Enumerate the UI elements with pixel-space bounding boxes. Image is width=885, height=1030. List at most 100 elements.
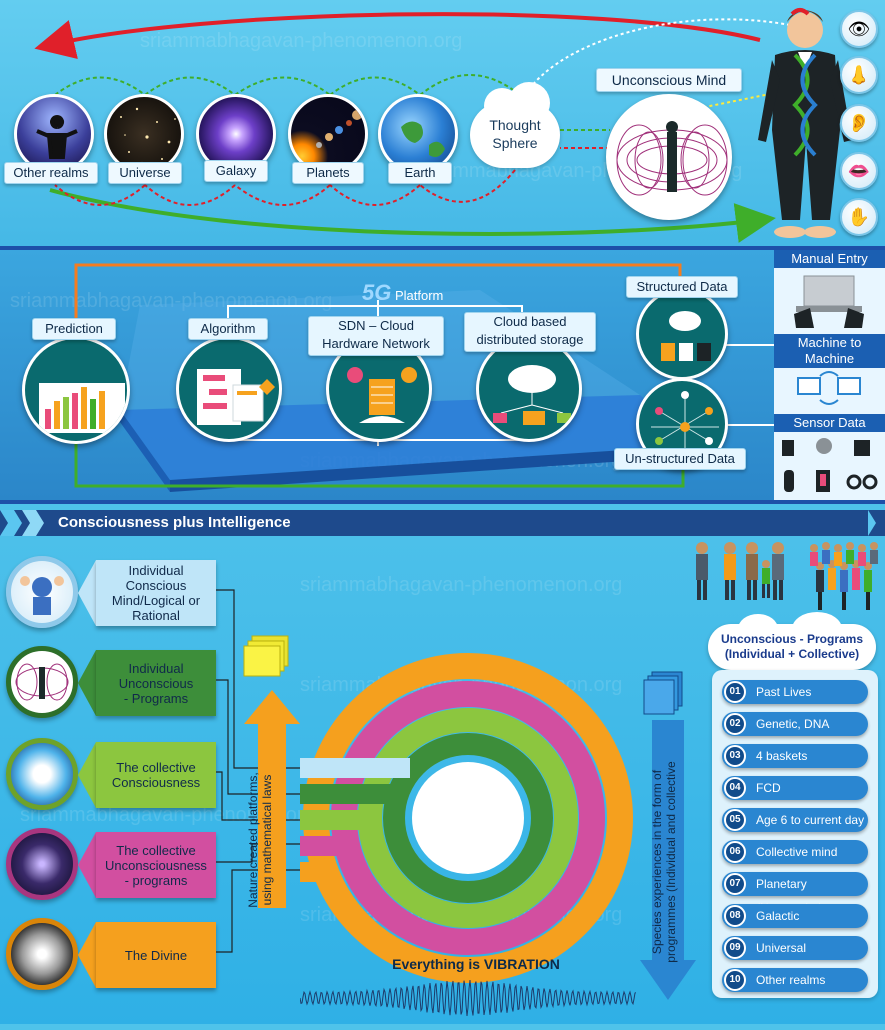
- flowchart-icon: [197, 369, 275, 425]
- other-realms-image: [14, 94, 94, 174]
- program-number: 06: [724, 841, 746, 863]
- program-item: 05 Age 6 to current day: [722, 808, 868, 832]
- realm-label-earth: Earth: [388, 162, 452, 184]
- realm-label-other-realms: Other realms: [4, 162, 98, 184]
- sensor-devices-icon: [782, 438, 878, 492]
- banner-end-chevron: [868, 510, 876, 536]
- level-the-divine: The Divine: [0, 918, 218, 996]
- program-label: FCD: [756, 781, 781, 795]
- prediction-label: Prediction: [32, 318, 116, 340]
- nose-icon: 👃: [840, 56, 878, 94]
- unconscious-mind-torus-image: [606, 94, 732, 220]
- program-item: 08 Galactic: [722, 904, 868, 928]
- program-item: 06 Collective mind: [722, 840, 868, 864]
- program-number: 05: [724, 809, 746, 831]
- platform-label: Platform: [394, 288, 444, 303]
- consciousness-section: sriammabhagavan-phenomenon.org sriammabh…: [0, 504, 885, 1024]
- watermark: sriammabhagavan-phenomenon.org: [140, 30, 463, 52]
- up-arrow-text: Nature created platforms, using mathemat…: [246, 772, 274, 908]
- level-collective-unconsciousness: The collective Unconsciousness - program…: [0, 828, 218, 906]
- program-number: 07: [724, 873, 746, 895]
- unstructured-data-label: Un-structured Data: [614, 448, 746, 470]
- section-banner: [0, 510, 885, 536]
- down-arrow-text: Species experiences in the form of progr…: [650, 761, 678, 963]
- algorithm-image: [176, 336, 282, 442]
- realm-label-universe: Universe: [108, 162, 182, 184]
- program-label: Past Lives: [756, 685, 812, 699]
- program-number: 01: [724, 681, 746, 703]
- divine-light-icon: [6, 918, 78, 990]
- structured-data-image: [636, 288, 728, 380]
- thought-sphere-label: Thought Sphere: [489, 117, 541, 151]
- structured-data-label: Structured Data: [626, 276, 738, 298]
- cloud-storage-image: [476, 336, 582, 442]
- manual-entry-label: Manual Entry: [774, 250, 885, 268]
- vibration-rings: [300, 653, 633, 983]
- prediction-image: [22, 336, 130, 444]
- program-item: 01 Past Lives: [722, 680, 868, 704]
- vibration-label: Everything is VIBRATION: [392, 956, 560, 972]
- documents-blue-icon: [643, 671, 683, 715]
- program-number: 10: [724, 969, 746, 991]
- banner-title: Consciousness plus Intelligence: [58, 514, 291, 531]
- human-figure-image: [758, 8, 852, 238]
- eye-icon: 👁: [840, 10, 878, 48]
- program-number: 04: [724, 777, 746, 799]
- watermark: sriammabhagavan-phenomenon.org: [300, 574, 623, 596]
- bar-chart-icon: [39, 383, 125, 433]
- level-collective-consciousness: The collective Consciousness: [0, 738, 218, 816]
- planets-image: [288, 94, 368, 174]
- realm-label-planets: Planets: [292, 162, 364, 184]
- level-label-collective-unconsciousness: The collective Unconsciousness - program…: [96, 832, 216, 898]
- sdn-label: SDN – Cloud Hardware Network: [308, 316, 444, 356]
- algorithm-label: Algorithm: [188, 318, 268, 340]
- galaxy-orb-icon: [6, 828, 78, 900]
- divider: [0, 246, 885, 250]
- program-label: Other realms: [756, 973, 826, 987]
- program-item: 10 Other realms: [722, 968, 868, 992]
- conscious-head-icon: [6, 556, 78, 628]
- up-arrow: [244, 690, 300, 908]
- documents-stack-icon: [243, 635, 289, 677]
- laptop-typing-icon: [794, 275, 864, 328]
- program-label: Collective mind: [756, 845, 838, 859]
- crowd-icon: [810, 542, 878, 610]
- programs-title-cloud: Unconscious - Programs (Individual + Col…: [708, 612, 876, 670]
- 5g-label: 5G: [362, 280, 392, 305]
- hand-icon: ✋: [840, 198, 878, 236]
- level-label-the-divine: The Divine: [96, 922, 216, 988]
- program-item: 02 Genetic, DNA: [722, 712, 868, 736]
- program-label: Age 6 to current day: [756, 813, 865, 827]
- torus-icon: [616, 121, 728, 196]
- server-icon: [347, 367, 417, 423]
- unconscious-mind-label: Unconscious Mind: [596, 68, 742, 92]
- realm-label-galaxy: Galaxy: [204, 160, 268, 182]
- ear-icon: 👂: [840, 104, 878, 142]
- program-number: 08: [724, 905, 746, 927]
- cosmic-section: sriammabhagavan-phenomenon.org sriammabh…: [0, 0, 885, 248]
- data-input-panel: Manual Entry Machine to Machine Sensor D…: [774, 250, 885, 500]
- database-cloud-icon: [661, 311, 711, 361]
- vibration-wave: [300, 980, 636, 1016]
- banner-chevrons: [0, 510, 44, 536]
- platform-section: sriammabhagavan-phenomenon.org sriammabh…: [0, 250, 885, 500]
- divider: [0, 500, 885, 504]
- level-label-collective-consciousness: The collective Consciousness: [96, 742, 216, 808]
- thought-sphere-cloud: Thought Sphere: [470, 82, 560, 168]
- program-label: 4 baskets: [756, 749, 808, 763]
- program-item: 04 FCD: [722, 776, 868, 800]
- program-number: 02: [724, 713, 746, 735]
- cloud-network-icon: [493, 365, 571, 425]
- program-label: Genetic, DNA: [756, 717, 830, 731]
- program-number: 09: [724, 937, 746, 959]
- machine-to-machine-label: Machine to Machine: [774, 334, 885, 368]
- programs-title: Unconscious - Programs (Individual + Col…: [720, 632, 864, 661]
- people-group-icon: [696, 542, 784, 600]
- level-label-individual-conscious: Individual Conscious Mind/Logical or Rat…: [96, 560, 216, 626]
- glow-orb-icon: [6, 738, 78, 810]
- program-label: Galactic: [756, 909, 800, 923]
- figure-silhouette-icon: [36, 115, 78, 159]
